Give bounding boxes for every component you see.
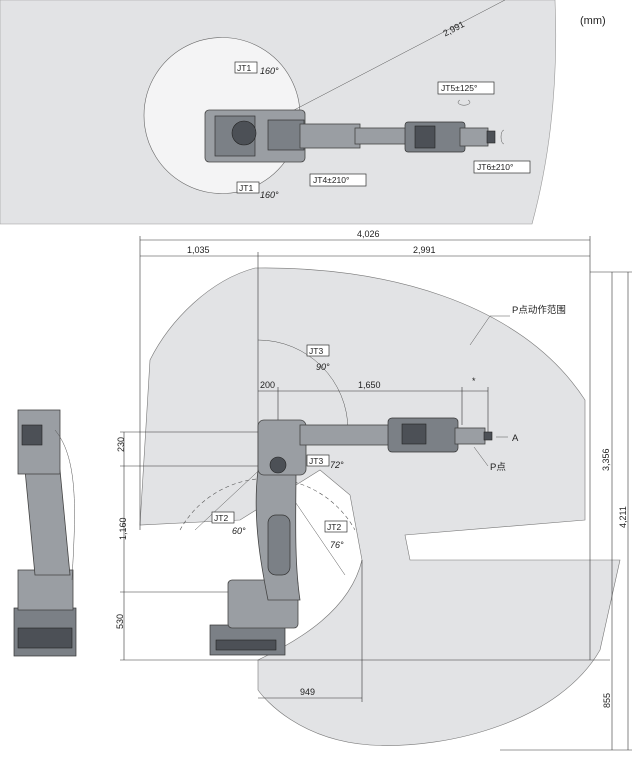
- jt5-label: JT5±125°: [437, 81, 495, 95]
- jt2-left-angle: 60°: [232, 526, 246, 536]
- jt1-top-angle: 160°: [260, 66, 279, 76]
- dim-front: 2,991: [413, 245, 436, 255]
- p-point-range-area: [139, 267, 621, 746]
- jt6-rotation-icon: [500, 129, 505, 145]
- jt3-mid-label: JT3 72°: [306, 454, 344, 470]
- jt1-top-box-text: JT1: [237, 63, 251, 73]
- jt2-right-angle: 76°: [330, 540, 344, 550]
- jt1-top-label: JT1 160°: [234, 61, 279, 76]
- jt4-text: JT4±210°: [313, 175, 349, 185]
- jt2-right-label: JT2 76°: [324, 520, 348, 550]
- dim-4211: 4,211: [618, 506, 628, 528]
- p-point-range-label: P点动作范围: [512, 304, 566, 316]
- front-view-robot: [13, 409, 77, 657]
- jt2-right-box-text: JT2: [327, 522, 341, 532]
- top-view-robot: [204, 109, 496, 163]
- jt1-bottom-angle: 160°: [260, 190, 279, 200]
- dim-back: 1,035: [187, 245, 210, 255]
- jt1-bottom-box-text: JT1: [239, 183, 253, 193]
- jt3-range-arc: [257, 339, 349, 431]
- dim-200: 200: [260, 380, 275, 390]
- dim-530: 530: [115, 614, 125, 629]
- jt4-label: JT4±210°: [309, 173, 367, 187]
- jt5-text: JT5±125°: [441, 83, 477, 93]
- jt3-top-angle: 90°: [316, 362, 330, 372]
- jt1-bottom-label: JT1 160°: [236, 181, 279, 200]
- p-point-label: P点: [490, 462, 506, 473]
- dim-1650: 1,650: [358, 380, 381, 390]
- jt6-label: JT6±210°: [473, 160, 531, 174]
- jt5-rotation-icon: [457, 99, 471, 106]
- dim-star: *: [472, 376, 476, 386]
- top-view: 2,991 JT1 160° JT1 160° JT4±210°: [0, 0, 557, 225]
- side-view: 4,026 1,035 2,991 200 1,650 * 230 1,160 …: [13, 229, 632, 751]
- jt2-left-box-text: JT2: [214, 513, 228, 523]
- dim-855: 855: [602, 693, 612, 708]
- jt3-mid-angle: 72°: [330, 460, 344, 470]
- side-view-robot: [209, 417, 493, 656]
- jt3-top-box-text: JT3: [309, 346, 323, 356]
- dim-1160: 1,160: [118, 517, 128, 540]
- unit-label: (mm): [580, 15, 606, 27]
- jt3-mid-box-text: JT3: [309, 456, 323, 466]
- jt3-top-label: JT3 90°: [306, 344, 330, 372]
- dim-949: 949: [300, 687, 315, 697]
- jt6-text: JT6±210°: [477, 162, 513, 172]
- dim-total: 4,026: [357, 229, 380, 239]
- a-label: A: [512, 433, 519, 444]
- dim-3356: 3,356: [601, 448, 611, 471]
- dim-230: 230: [116, 437, 126, 452]
- jt2-left-line: [194, 461, 269, 531]
- jt2-left-label: JT2 60°: [211, 511, 246, 536]
